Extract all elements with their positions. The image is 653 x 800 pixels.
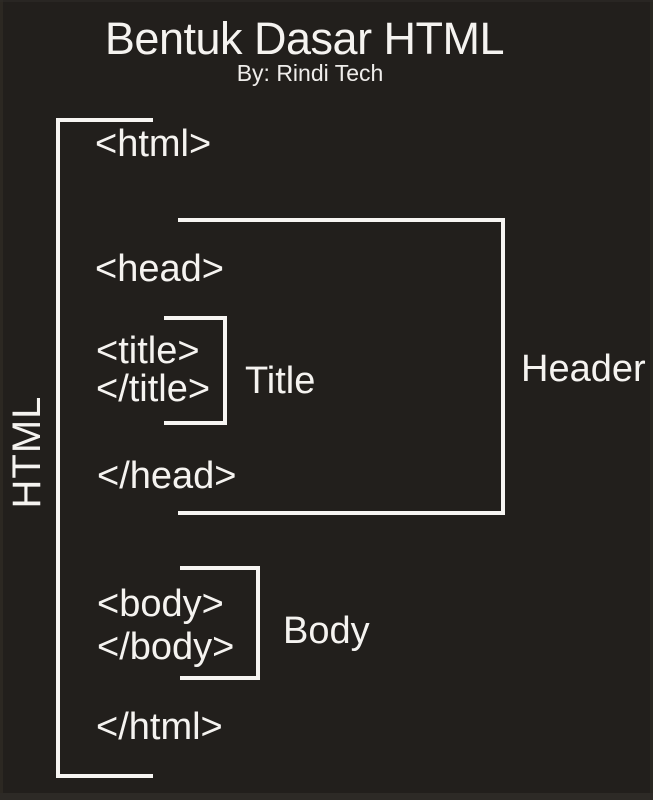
html-scope-label: HTML [5,395,49,509]
tag-html-open: <html> [95,123,212,165]
tag-title-open: <title> [96,330,200,372]
body-scope-bracket [180,566,260,680]
page-subtitle: By: Rindi Tech [236,60,384,86]
title-scope-bracket [164,316,227,425]
tag-body-close: </body> [97,626,235,668]
edge-artifact-left [0,0,3,800]
edge-artifact-top [0,0,653,2]
edge-artifact-bottom [0,793,653,800]
title-scope-label: Title [245,360,316,402]
header-scope-bracket [178,218,505,515]
tag-html-close: </html> [96,706,223,748]
tag-head-close: </head> [97,455,237,497]
tag-title-close: </title> [96,368,211,410]
body-scope-label: Body [283,610,370,652]
html-scope-bracket [56,118,153,778]
tag-body-open: <body> [97,583,224,625]
tag-head-open: <head> [95,248,224,290]
header-scope-label: Header [521,348,646,390]
page-title: Bentuk Dasar HTML [104,13,505,64]
